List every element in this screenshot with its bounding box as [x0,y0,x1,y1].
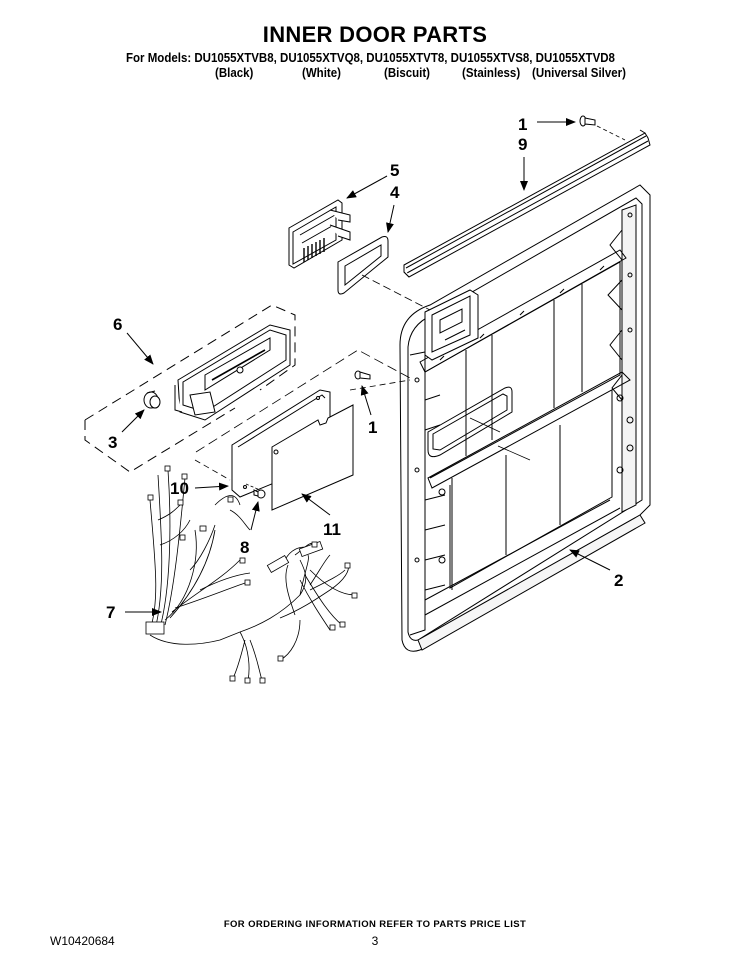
vent-assembly [288,199,351,269]
color-black: (Black) [215,66,254,80]
color-universal-silver: (Universal Silver) [532,66,626,80]
callout-6: 6 [113,315,122,334]
color-stainless: (Stainless) [462,66,521,80]
callouts: 1 9 5 4 6 3 1 10 8 11 7 2 [106,115,623,622]
callout-8: 8 [240,538,249,557]
callout-1-top: 1 [518,115,527,134]
wire-harness [149,469,356,681]
callout-9: 9 [518,135,527,154]
callout-10: 10 [170,479,189,498]
vent-gasket [337,236,389,295]
callout-2: 2 [614,571,623,590]
callout-4: 4 [390,183,400,202]
inner-door-panel [399,184,651,652]
leader-vent-to-door [361,274,431,311]
ordering-note: FOR ORDERING INFORMATION REFER TO PARTS … [223,919,527,930]
top-trim-strip [403,129,651,278]
leader-panel-to-door [194,379,411,481]
callout-1-mid: 1 [368,418,377,437]
leader-screw-top [596,125,626,141]
page-number: 3 [371,934,379,948]
screw-middle [354,370,371,380]
color-biscuit: (Biscuit) [384,66,430,80]
leader-screw-lower [245,483,261,491]
rinse-aid-cap [143,390,161,409]
color-white: (White) [302,66,341,80]
dispenser-group-box [84,304,296,473]
callout-3: 3 [108,433,117,452]
page-title: INNER DOOR PARTS [262,22,488,47]
callout-11: 11 [323,520,341,539]
wire-connectors [145,465,358,684]
screw-top [579,115,596,127]
callout-7: 7 [106,603,115,622]
shield-panel [271,404,354,511]
document-id: W10420684 [50,934,115,948]
screw-lower [253,489,266,499]
model-colors: (Black) (White) (Biscuit) (Stainless) (U… [0,66,750,82]
leader-dispenser-to-door [195,349,411,453]
callout-5: 5 [390,161,399,180]
dispenser-assembly [174,324,291,421]
models-line: For Models: DU1055XTVB8, DU1055XTVQ8, DU… [126,51,615,65]
